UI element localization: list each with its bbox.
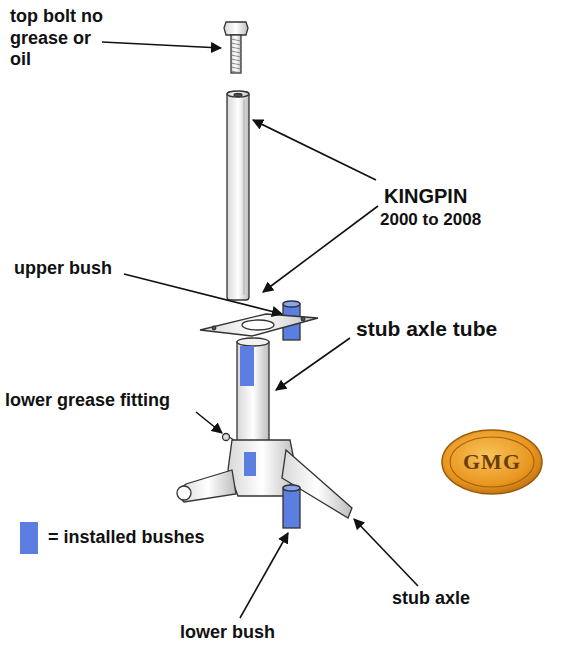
parts bbox=[177, 22, 352, 528]
legend-text: = installed bushes bbox=[48, 527, 205, 549]
part-label: stub axle bbox=[392, 588, 470, 610]
part-label: lower grease fitting bbox=[5, 390, 170, 412]
top-bolt bbox=[224, 22, 248, 73]
knuckle bbox=[177, 434, 352, 519]
part-label: lower bush bbox=[180, 622, 275, 644]
part-label: stub axle tube bbox=[356, 316, 497, 341]
logo-text: GMG bbox=[442, 449, 542, 475]
part-label: KINGPIN bbox=[384, 184, 467, 208]
flange-plate bbox=[200, 314, 318, 336]
part-label: upper bush bbox=[14, 258, 112, 280]
part-label: 2000 to 2008 bbox=[380, 210, 481, 230]
lower-bush bbox=[283, 485, 300, 528]
kingpin bbox=[227, 91, 249, 300]
stub-axle-tube bbox=[237, 338, 269, 452]
legend-swatch bbox=[20, 522, 38, 554]
part-label: top bolt no grease or oil bbox=[10, 6, 106, 71]
logo bbox=[442, 430, 542, 494]
